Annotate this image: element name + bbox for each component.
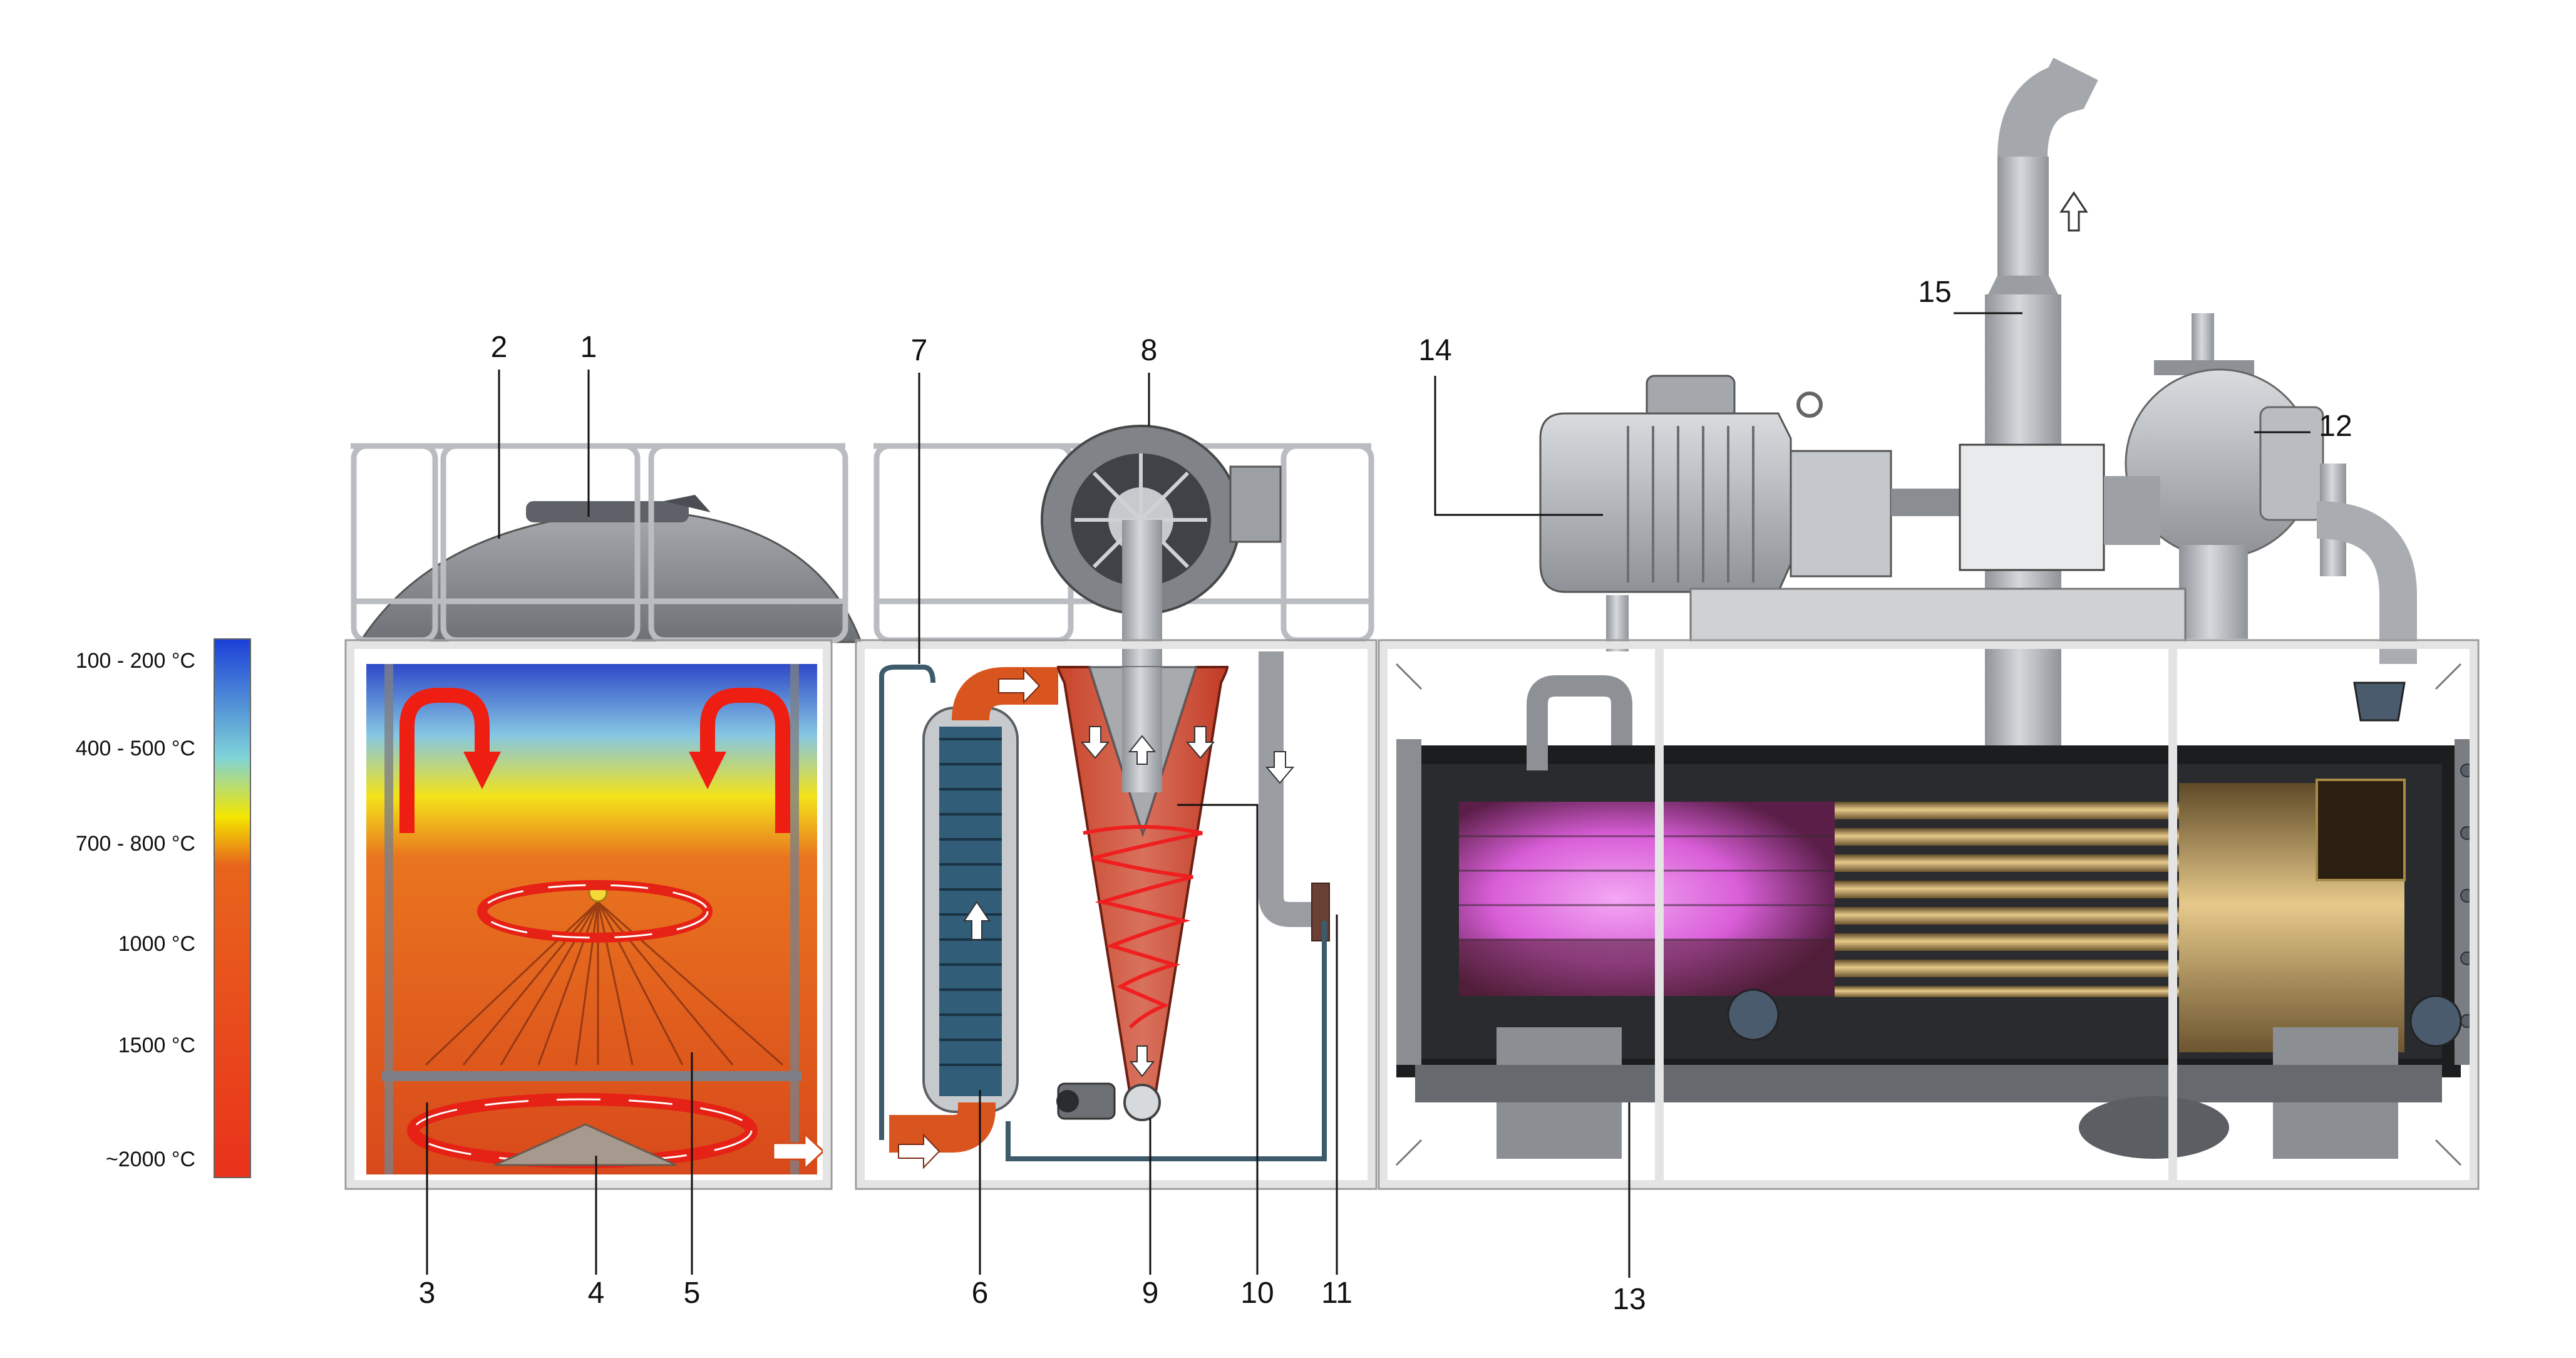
scale-label-2000: ~2000 °C xyxy=(106,1148,195,1171)
svg-text:5: 5 xyxy=(684,1277,701,1310)
grate xyxy=(382,1071,801,1081)
circulation-pump xyxy=(2125,313,2417,664)
drive-motor xyxy=(1539,375,2187,651)
return-pipe xyxy=(1259,651,1315,927)
stack-up-arrow xyxy=(2059,191,2088,232)
callout-12: 12 xyxy=(2254,410,2352,443)
temperature-scale-bar xyxy=(214,638,251,1178)
callouts: 1 2 3 4 5 6 7 8 xyxy=(419,276,2352,1316)
callout-9: 9 xyxy=(1142,1118,1159,1310)
callout-14: 14 xyxy=(1418,334,1603,516)
scale-label-1500: 1500 °C xyxy=(118,1034,195,1057)
callout-10: 10 xyxy=(1177,804,1274,1310)
upflow-arrow-right xyxy=(689,688,790,833)
svg-text:12: 12 xyxy=(2319,410,2352,443)
gasifier-outlet-arrow xyxy=(772,1131,825,1171)
svg-text:4: 4 xyxy=(588,1277,605,1310)
energy-module xyxy=(1378,58,2480,1190)
scale-label-100-200: 100 - 200 °C xyxy=(76,649,195,673)
gasifier-module xyxy=(344,443,863,1190)
feed-cone xyxy=(425,901,783,1066)
svg-text:8: 8 xyxy=(1141,334,1158,367)
exchanger-up-arrow xyxy=(963,901,991,940)
cyclone-spiral xyxy=(1083,825,1203,1029)
scale-label-400-500: 400 - 500 °C xyxy=(76,737,195,760)
cyclone-arrows xyxy=(1080,726,1295,1077)
slag-pile xyxy=(494,1123,677,1166)
callout-1: 1 xyxy=(580,331,597,517)
callout-15: 15 xyxy=(1918,276,2022,314)
svg-text:9: 9 xyxy=(1142,1277,1159,1310)
scale-label-700-800: 700 - 800 °C xyxy=(76,832,195,856)
svg-text:7: 7 xyxy=(911,334,928,367)
svg-text:2: 2 xyxy=(491,331,508,364)
coupling-guard xyxy=(1959,443,2105,571)
svg-text:15: 15 xyxy=(1918,276,1951,309)
gasifier-frame xyxy=(347,641,830,1188)
energy-frame xyxy=(1380,641,2477,1188)
callout-4: 4 xyxy=(588,1156,605,1310)
boiler-supports xyxy=(1415,1027,2442,1159)
callout-8: 8 xyxy=(1141,334,1158,426)
upflow-arrow-left xyxy=(399,688,501,833)
hot-gas-duct-bottom xyxy=(889,1102,996,1153)
gas-cleaning-module xyxy=(855,425,1378,1190)
callout-3: 3 xyxy=(419,1102,436,1310)
callout-2: 2 xyxy=(491,331,508,539)
svg-text:6: 6 xyxy=(972,1277,989,1310)
callout-5: 5 xyxy=(684,1052,701,1310)
scale-label-1000: 1000 °C xyxy=(118,932,195,956)
duct-bottom-arrow xyxy=(898,1133,940,1169)
exhaust-stack xyxy=(1985,58,2098,758)
fire-tube-bundle xyxy=(1835,779,2406,1052)
dome-hatch xyxy=(526,501,689,522)
svg-text:1: 1 xyxy=(580,331,597,364)
duct-top-arrow xyxy=(998,668,1041,704)
svg-text:10: 10 xyxy=(1240,1277,1274,1310)
dust-valve xyxy=(1056,1082,1161,1121)
callout-11: 11 xyxy=(1321,915,1352,1310)
temperature-scale: 100 - 200 °C 400 - 500 °C 700 - 800 °C 1… xyxy=(76,638,251,1178)
callout-13: 13 xyxy=(1612,1102,1646,1316)
cleaning-frame xyxy=(857,641,1375,1188)
heat-exchanger-coil-rings xyxy=(939,738,1002,1066)
svg-text:14: 14 xyxy=(1418,334,1451,367)
swirl-upper xyxy=(477,880,713,943)
svg-text:3: 3 xyxy=(419,1277,436,1310)
callout-6: 6 xyxy=(972,1090,989,1310)
svg-text:13: 13 xyxy=(1612,1283,1646,1316)
callout-7: 7 xyxy=(911,334,928,664)
motor-baseplate xyxy=(1689,588,2187,646)
svg-text:11: 11 xyxy=(1321,1277,1352,1310)
